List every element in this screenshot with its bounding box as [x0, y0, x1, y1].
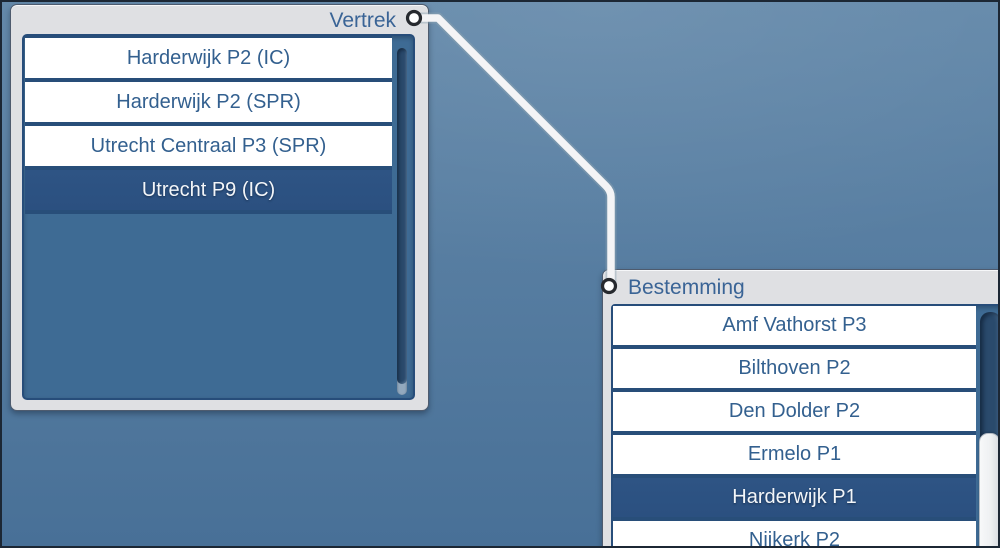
connection-cable-outline: [415, 12, 617, 291]
station-option[interactable]: Harderwijk P2 (SPR): [25, 82, 392, 122]
station-option[interactable]: Harderwijk P1: [613, 478, 976, 517]
station-option-label: Harderwijk P1: [732, 486, 857, 508]
vertrek-station-list: Harderwijk P2 (IC) Harderwijk P2 (SPR) U…: [25, 36, 392, 214]
station-option-label: Nijkerk P2: [748, 529, 841, 548]
station-option[interactable]: Utrecht Centraal P3 (SPR): [25, 126, 392, 166]
vertrek-panel-title: Vertrek: [329, 9, 396, 32]
station-option-label: Ermelo P1: [747, 443, 842, 465]
vertrek-list-area: Harderwijk P2 (IC) Harderwijk P2 (SPR) U…: [22, 34, 415, 400]
bestemming-station-list: Amf Vathorst P3 Bilthoven P2 Den Dolder …: [613, 306, 976, 548]
station-option[interactable]: Ermelo P1: [613, 435, 976, 474]
vertrek-scrollbar-track[interactable]: [397, 48, 407, 395]
vertrek-panel: Vertrek Harderwijk P2 (IC) Harderwijk P2…: [10, 4, 429, 411]
station-option-label: Harderwijk P2 (SPR): [116, 90, 301, 113]
bestemming-scrollbar-thumb[interactable]: [979, 433, 998, 546]
station-option-label: Utrecht Centraal P3 (SPR): [90, 134, 327, 157]
station-option[interactable]: Utrecht P9 (IC): [25, 170, 392, 210]
station-option[interactable]: Bilthoven P2: [613, 349, 976, 388]
bestemming-scrollbar-track[interactable]: [980, 312, 998, 472]
bestemming-list-area: Amf Vathorst P3 Bilthoven P2 Den Dolder …: [611, 304, 998, 548]
connection-cable: [417, 14, 615, 289]
station-option-label: Harderwijk P2 (IC): [126, 46, 291, 69]
vertrek-panel-header: Vertrek: [11, 5, 428, 34]
station-option[interactable]: Den Dolder P2: [613, 392, 976, 431]
bestemming-panel: Bestemming Amf Vathorst P3 Bilthoven P2 …: [602, 269, 998, 548]
station-option-label: Utrecht P9 (IC): [141, 178, 276, 201]
vertrek-scrollbar-thumb[interactable]: [397, 48, 407, 384]
station-option[interactable]: Nijkerk P2: [613, 521, 976, 548]
station-option[interactable]: Harderwijk P2 (IC): [25, 38, 392, 78]
station-option[interactable]: Amf Vathorst P3: [613, 306, 976, 345]
bestemming-panel-title: Bestemming: [628, 276, 745, 299]
station-option-label: Bilthoven P2: [738, 357, 851, 379]
bestemming-panel-header: Bestemming: [603, 270, 998, 304]
station-option-label: Den Dolder P2: [728, 400, 861, 422]
station-option-label: Amf Vathorst P3: [722, 314, 867, 336]
